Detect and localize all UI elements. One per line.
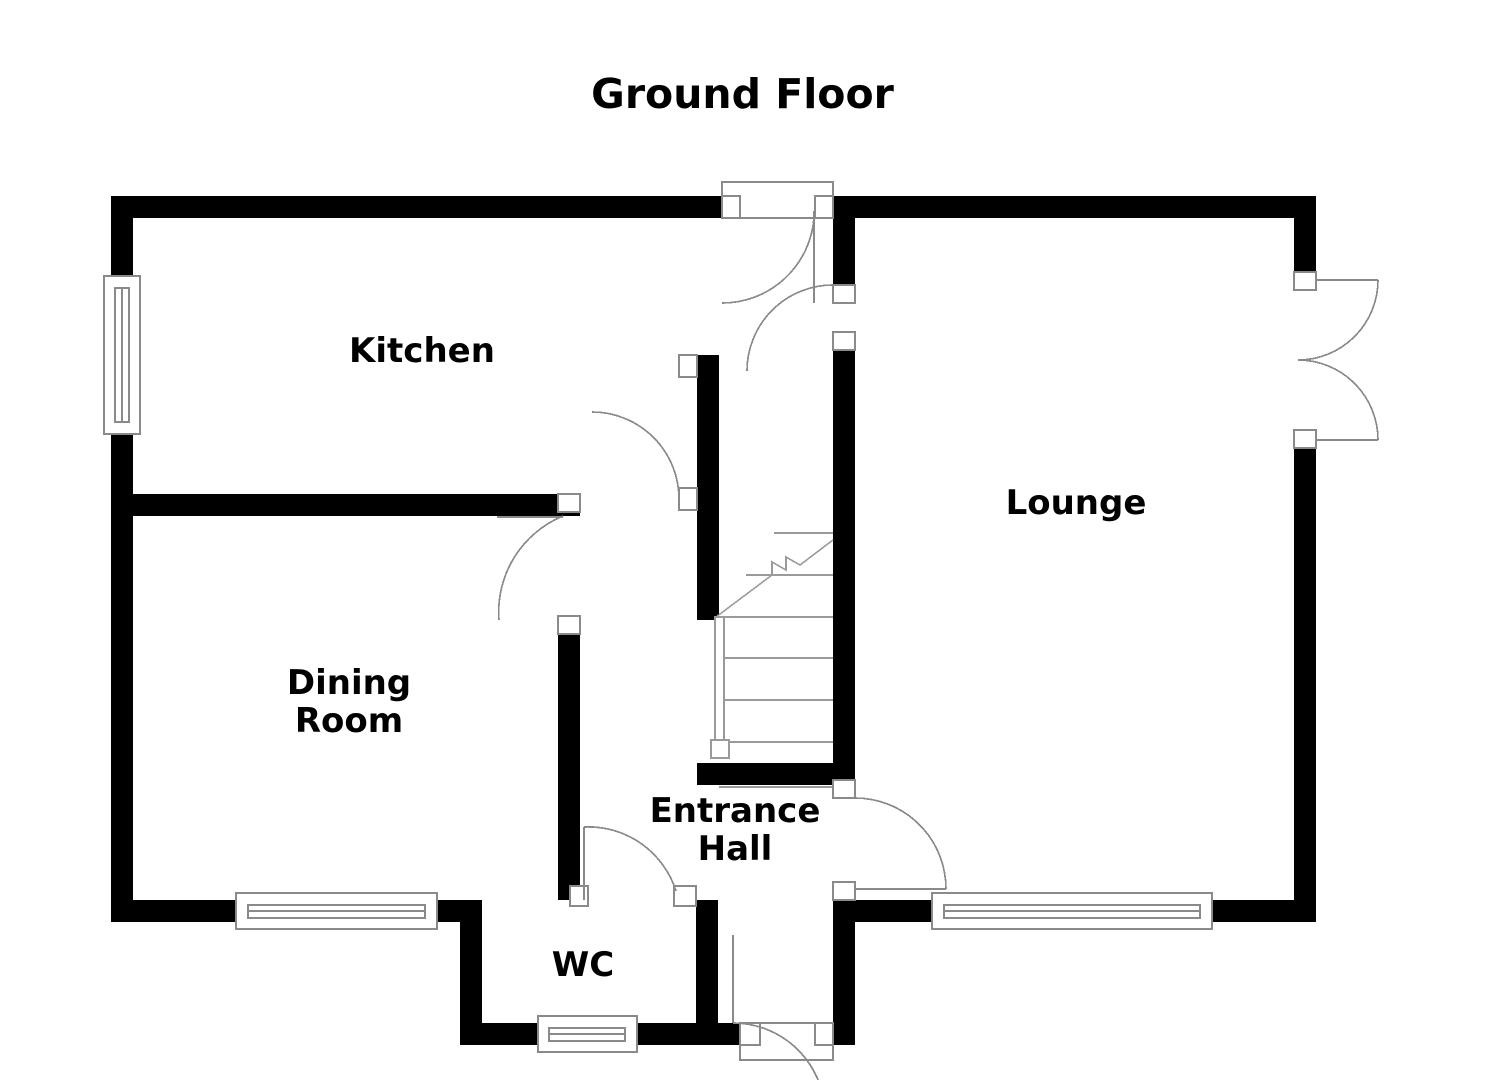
kitchen-window-left <box>103 275 141 435</box>
wall-bottom-lounge-left <box>855 900 932 922</box>
wall-bottom-lounge-right <box>1212 900 1316 922</box>
wall-hall-lounge-upper <box>833 218 855 285</box>
doors <box>497 181 1379 1080</box>
wall-top-right <box>833 196 1316 218</box>
wall-dining-right <box>558 634 580 900</box>
back-door <box>721 181 834 304</box>
wc-door <box>569 826 697 907</box>
wall-hall-lounge-mid <box>833 350 855 780</box>
page-title: Ground Floor <box>591 70 894 118</box>
wall-hall-right-lower <box>833 900 855 1045</box>
wall-left-lower <box>111 434 133 922</box>
wall-kitchen-dining-divider <box>133 494 580 516</box>
wall-stairhall-left <box>697 355 719 620</box>
wall-right-upper <box>1294 196 1316 272</box>
lounge-french-doors <box>1293 271 1379 449</box>
windows <box>103 275 1213 1053</box>
wall-wc-bottom-right <box>637 1023 696 1045</box>
wall-bottom-dining-left <box>111 900 236 922</box>
hall-to-lounge-door <box>832 779 947 901</box>
wall-porch-bottom-left <box>718 1023 740 1045</box>
dining-to-hall-door <box>497 493 581 635</box>
lounge-window-bottom <box>931 892 1213 930</box>
wall-wc-right <box>696 900 718 1045</box>
kitchen-to-hall-door <box>591 354 698 511</box>
hall-to-lounge-top-door <box>746 284 856 372</box>
wall-hall-top-stub <box>697 763 855 785</box>
wall-left-upper <box>111 196 133 276</box>
dining-window-bottom <box>235 892 438 930</box>
staircase <box>710 532 834 788</box>
walls <box>111 196 1316 1045</box>
wall-top-left <box>111 196 722 218</box>
wall-right-lower <box>1294 448 1316 922</box>
wall-wc-left <box>460 900 482 1045</box>
wall-bottom-dining-right <box>437 900 460 922</box>
front-door <box>732 935 834 1080</box>
wc-window-bottom <box>537 1015 638 1053</box>
wall-wc-bottom-left <box>460 1023 538 1045</box>
